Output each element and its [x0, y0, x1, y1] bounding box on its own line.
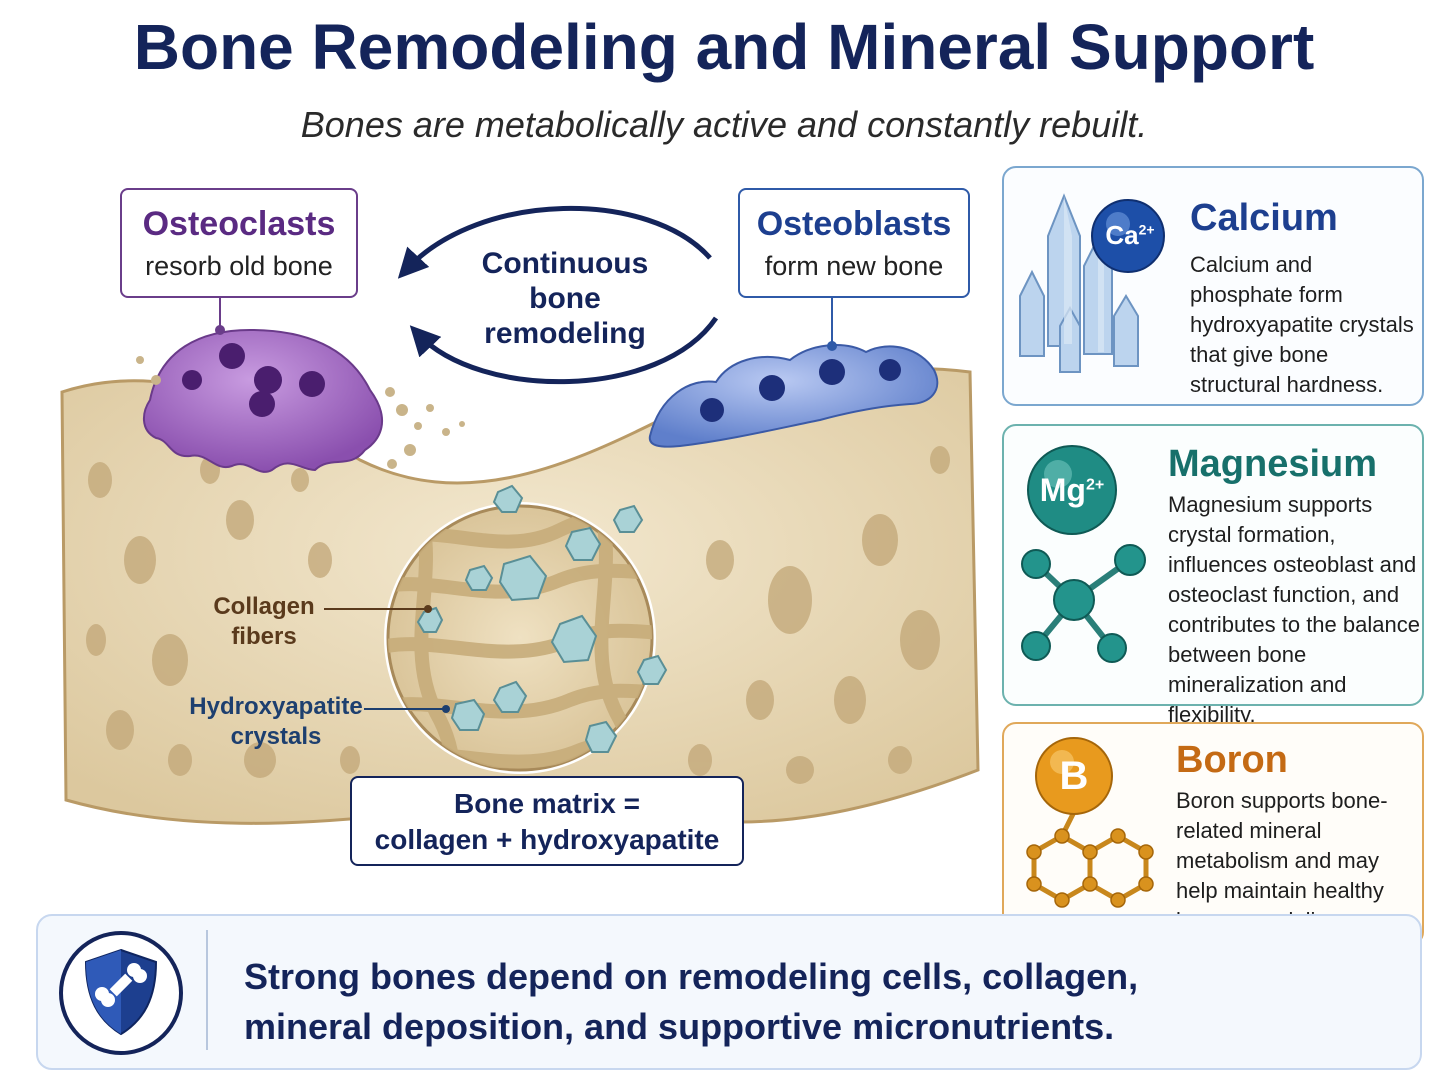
footer-line2: mineral deposition, and supportive micro…: [244, 1006, 1115, 1047]
magnified-matrix-lens: [384, 484, 668, 774]
hydroxyapatite-crystals-label: Hydroxyapatite crystals: [186, 692, 366, 752]
hydroxy-label-line2: crystals: [230, 723, 322, 750]
boron-symbol: B: [1059, 754, 1089, 798]
shield-bone-icon: [59, 931, 183, 1055]
matrix-line1: Bone matrix =: [454, 788, 640, 819]
magnesium-symbol: Mg2+: [1039, 472, 1105, 508]
osteoblast-cells: [648, 296, 939, 448]
magnesium-molecule-icon: [1021, 445, 1146, 663]
matrix-line2: collagen + hydroxyapatite: [374, 824, 720, 855]
calcium-title: Calcium: [1190, 197, 1338, 239]
bone-illustration: [60, 206, 980, 825]
cycle-label-line1: Continuous: [481, 247, 649, 280]
collagen-fibers-label: Collagen fibers: [200, 592, 328, 652]
osteoblasts-subtitle: form new bone: [764, 251, 944, 281]
osteoblasts-title: Osteoblasts: [756, 205, 952, 243]
label-leaders: [324, 605, 450, 713]
cycle-label-line2: bone: [529, 282, 601, 315]
cycle-label-line3: remodeling: [484, 317, 646, 350]
boron-text: Boron supports bone-related mineral meta…: [1176, 788, 1388, 933]
osteoclasts-subtitle: resorb old bone: [145, 251, 333, 281]
footer-line1: Strong bones depend on remodeling cells,…: [244, 956, 1139, 997]
osteoblasts-callout: Osteoblasts form new bone: [738, 188, 970, 298]
calcium-symbol: Ca2+: [1105, 220, 1155, 250]
bone-matrix-callout: Bone matrix = collagen + hydroxyapatite: [350, 776, 744, 866]
remodeling-cycle-label: Continuous bone remodeling: [470, 246, 660, 351]
page-title: Bone Remodeling and Mineral Support: [133, 11, 1315, 83]
magnesium-title: Magnesium: [1168, 443, 1378, 485]
collagen-label-line1: Collagen: [213, 593, 315, 620]
page-subtitle: Bones are metabolically active and const…: [300, 104, 1148, 145]
osteoclasts-callout: Osteoclasts resorb old bone: [120, 188, 358, 298]
osteoclasts-title: Osteoclasts: [142, 205, 336, 243]
calcium-crystal-icon: [1019, 193, 1165, 373]
osteoclast-cell: [136, 296, 465, 473]
remodeling-cycle-arrows: [397, 206, 719, 385]
calcium-text: Calcium and phosphate form hydroxyapatit…: [1190, 252, 1414, 397]
footer-text: Strong bones depend on remodeling cells,…: [244, 952, 1394, 1052]
hydroxy-label-line1: Hydroxyapatite: [189, 693, 363, 720]
footer-divider: [206, 930, 208, 1050]
footer-summary-banner: [36, 914, 1422, 1070]
boron-title: Boron: [1176, 739, 1288, 781]
boron-molecule-icon: [1026, 737, 1154, 908]
magnesium-text: Magnesium supports crystal formation, in…: [1168, 492, 1420, 727]
collagen-label-line2: fibers: [231, 623, 297, 650]
